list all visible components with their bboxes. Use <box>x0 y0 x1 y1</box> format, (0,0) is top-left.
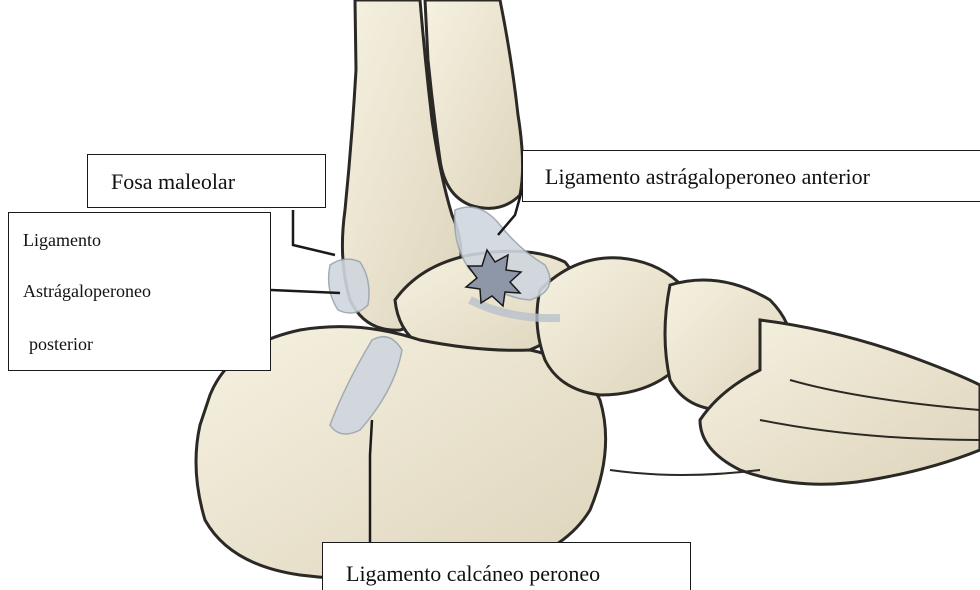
label-astragaloperoneo-anterior-text: Ligamento astrágaloperoneo anterior <box>545 164 870 189</box>
label-fosa-maleolar: Fosa maleolar <box>87 154 326 208</box>
label-astragaloperoneo-anterior: Ligamento astrágaloperoneo anterior <box>522 150 980 202</box>
label-posterior-line-1: Ligamento <box>23 230 101 251</box>
label-fosa-maleolar-text: Fosa maleolar <box>111 169 235 194</box>
label-calcaneo-peroneo: Ligamento calcáneo peroneo <box>322 542 691 590</box>
posterior-talofibular-ligament <box>329 259 369 313</box>
label-posterior-line-2: Astrágaloperoneo <box>23 281 151 302</box>
label-calcaneo-peroneo-text: Ligamento calcáneo peroneo <box>346 561 600 586</box>
label-posterior-line-3: posterior <box>29 334 93 355</box>
leader-fosa <box>293 210 335 255</box>
label-astragaloperoneo-posterior: Ligamento Astrágaloperoneo posterior <box>8 212 271 371</box>
